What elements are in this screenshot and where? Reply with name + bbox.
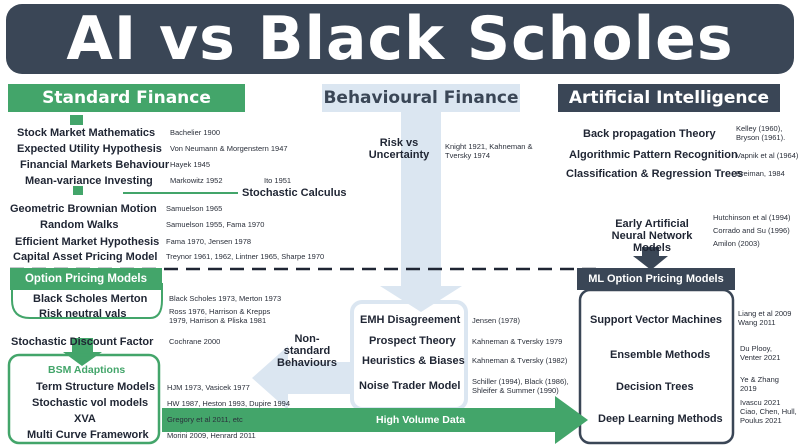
geometric-brownian-motion: Geometric Brownian Motion bbox=[10, 203, 157, 215]
deep-learning-methods: Deep Learning Methods bbox=[598, 413, 723, 425]
ml-option-pricing-models-header: ML Option Pricing Models bbox=[577, 268, 735, 290]
standard-finance-header: Standard Finance Theory bbox=[8, 84, 245, 136]
xva: XVA bbox=[74, 413, 96, 425]
classification-regression-trees-ref: Breiman, 1984 bbox=[736, 169, 785, 178]
capital-asset-pricing-model: Capital Asset Pricing Model bbox=[13, 251, 158, 263]
multi-curve-framework: Multi Curve Framework bbox=[27, 429, 149, 441]
efficient-market-hypothesis: Efficient Market Hypothesis bbox=[15, 236, 160, 248]
back-propagation-theory: Back propagation Theory bbox=[583, 128, 716, 140]
behavioural-finance-header: Behavioural Finance bbox=[322, 84, 520, 112]
non-standard-behaviours: Non-standard Behaviours bbox=[277, 333, 337, 369]
back-propagation-theory-ref: Kelley (1960), Bryson (1961). bbox=[736, 124, 786, 142]
heuristics-and-biases-ref: Kahneman & Tversky (1982) bbox=[472, 356, 568, 365]
non-standard-left-arrow bbox=[252, 346, 350, 410]
expected-utility-hypothesis: Expected Utility Hypothesis bbox=[17, 143, 162, 155]
random-walks-ref: Samuelson 1955, Fama 1970 bbox=[166, 220, 265, 229]
mean-variance-investing-ref: Markowitz 1952 bbox=[170, 176, 223, 185]
decision-trees-ref: Ye & Zhang 2019 bbox=[740, 375, 779, 393]
term-structure-models: Term Structure Models bbox=[36, 381, 155, 393]
capital-asset-pricing-model-ref: Treynor 1961, 1962, Lintner 1965, Sharpe… bbox=[166, 252, 325, 261]
multi-curve-framework-ref: Morini 2009, Henrard 2011 bbox=[167, 431, 256, 440]
stochastic-discount-factor: Stochastic Discount Factor bbox=[11, 336, 154, 348]
high-volume-data-label: High Volume Data bbox=[376, 414, 466, 426]
black-scholes-merton-ref: Black Scholes 1973, Merton 1973 bbox=[169, 294, 282, 303]
ensemble-methods-ref: Du Plooy, Venter 2021 bbox=[740, 344, 781, 362]
green-marker-1 bbox=[70, 115, 83, 125]
noise-trader-model-ref: Schiller (1994), Black (1986), Shleifer … bbox=[472, 377, 569, 395]
support-vector-machines-ref: Liang et al 2009 Wang 2011 bbox=[738, 309, 792, 327]
geometric-brownian-motion-ref: Samuelson 1965 bbox=[166, 204, 223, 213]
ml-box bbox=[578, 288, 735, 445]
ai-down-arrow bbox=[633, 247, 668, 270]
efficient-market-hypothesis-ref: Fama 1970, Jensen 1978 bbox=[166, 237, 252, 246]
black-scholes-merton: Black Scholes Merton bbox=[33, 293, 148, 305]
page-title: AI vs Black Scholes bbox=[6, 4, 794, 74]
risk-neutral-vals-ref: Ross 1976, Harrison & Krepps 1979, Harri… bbox=[169, 307, 271, 325]
prospect-theory: Prospect Theory bbox=[369, 335, 456, 347]
expected-utility-hypothesis-ref: Von Neumann & Morgenstern 1947 bbox=[170, 144, 288, 153]
bsm-adaptions-title: BSM Adaptions bbox=[48, 364, 126, 376]
bsm-adaptions-box bbox=[7, 353, 161, 445]
risk-vs-uncertainty-ref: Knight 1921, Kahneman & Tversky 1974 bbox=[445, 142, 533, 160]
stock-market-mathematics: Stock Market Mathematics bbox=[17, 127, 156, 139]
xva-ref: Gregory et al 2011, etc bbox=[167, 415, 243, 424]
stochastic-calculus: Stochastic Calculus bbox=[242, 187, 347, 199]
risk-vs-uncertainty: Risk vs Uncertainty bbox=[368, 137, 430, 161]
mean-variance-investing: Mean-variance Investing bbox=[25, 175, 153, 187]
financial-markets-behaviour-ref: Hayek 1945 bbox=[170, 160, 211, 169]
stochastic-vol-models: Stochastic vol models bbox=[32, 397, 149, 409]
algorithmic-pattern-recognition-ref: Vapnik et al (1964) bbox=[736, 151, 799, 160]
artificial-intelligence-header: Artificial Intelligence bbox=[558, 84, 780, 112]
risk-neutral-vals: Risk neutral vals bbox=[39, 308, 127, 320]
decision-trees: Decision Trees bbox=[616, 381, 694, 393]
emh-disagreement-ref: Jensen (1978) bbox=[472, 316, 520, 325]
option-pricing-group-outline bbox=[11, 283, 163, 319]
early-ann-models-ref: Hutchinson et al (1994) Corrado and Su (… bbox=[713, 213, 791, 248]
emh-disagreement: EMH Disagreement bbox=[360, 314, 461, 326]
option-pricing-models-header: Option Pricing Models bbox=[10, 268, 162, 290]
financial-markets-behaviour: Financial Markets Behaviour bbox=[20, 159, 170, 171]
green-marker-2 bbox=[73, 186, 83, 195]
prospect-theory-ref: Kahneman & Tversky 1979 bbox=[472, 337, 563, 346]
high-volume-data-arrow bbox=[162, 396, 588, 444]
stochastic-discount-factor-ref: Cochrane 2000 bbox=[169, 337, 221, 346]
stochastic-calculus-ref: Ito 1951 bbox=[264, 176, 292, 185]
random-walks: Random Walks bbox=[40, 219, 119, 231]
ensemble-methods: Ensemble Methods bbox=[610, 349, 711, 361]
algorithmic-pattern-recognition: Algorithmic Pattern Recognition bbox=[569, 149, 738, 161]
noise-trader-model: Noise Trader Model bbox=[359, 380, 461, 392]
heuristics-and-biases: Heuristics & Biases bbox=[362, 355, 465, 367]
classification-regression-trees: Classification & Regression Trees bbox=[566, 168, 744, 180]
deep-learning-methods-ref: Ivascu 2021 Ciao, Chen, Hull, Poulus 202… bbox=[740, 398, 797, 425]
support-vector-machines: Support Vector Machines bbox=[590, 314, 723, 326]
stock-market-mathematics-ref: Bachelier 1900 bbox=[170, 128, 221, 137]
term-structure-models-ref: HJM 1973, Vasicek 1977 bbox=[167, 383, 250, 392]
behavioural-down-arrow bbox=[380, 112, 462, 312]
stochastic-vol-models-ref: HW 1987, Heston 1993, Dupire 1994 bbox=[167, 399, 290, 408]
green-down-arrow bbox=[63, 338, 102, 366]
early-ann-models: Early Artificial Neural Network Models bbox=[611, 218, 693, 254]
